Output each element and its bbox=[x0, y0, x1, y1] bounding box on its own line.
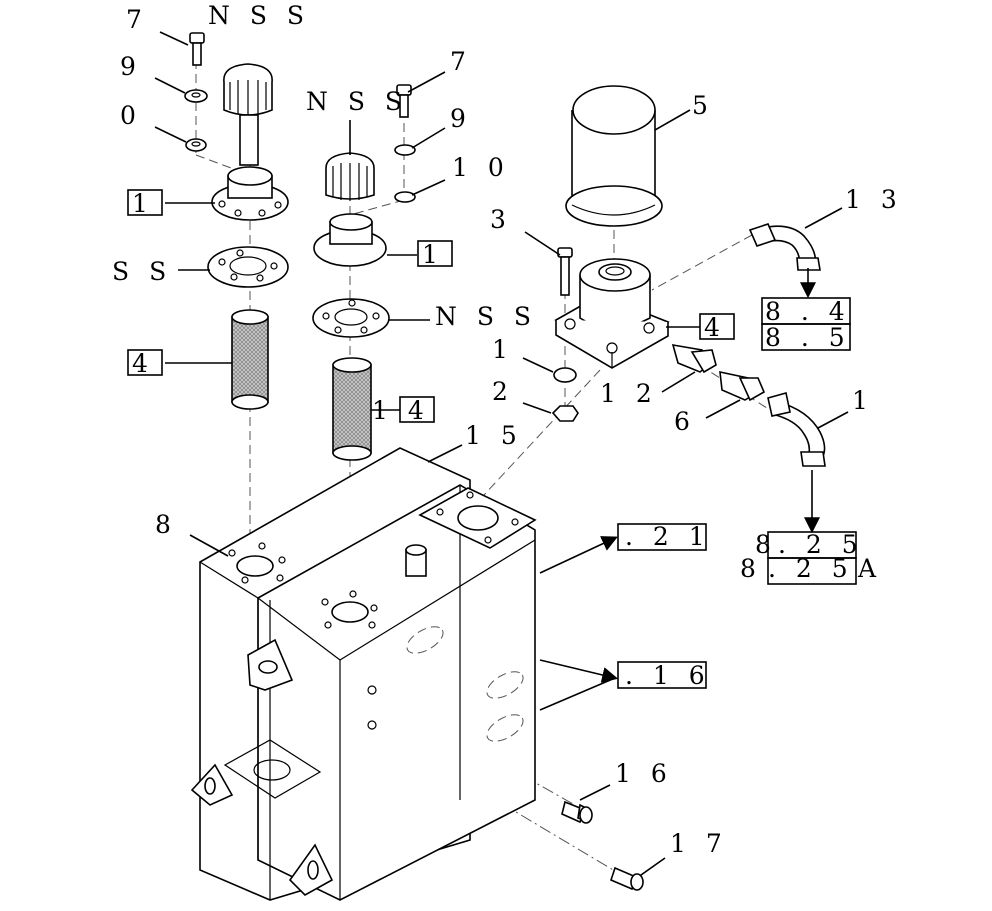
callout-3: 3 bbox=[490, 205, 512, 234]
leader-lines bbox=[154, 31, 849, 881]
box-8-25-a: . 2 5 bbox=[768, 554, 854, 583]
callout-9-left: 9 bbox=[120, 52, 142, 81]
left-filter-stack bbox=[184, 32, 289, 410]
box-14: 1 4 bbox=[372, 396, 430, 425]
box-1-center: 1 bbox=[422, 240, 444, 269]
callout-0-left: 0 bbox=[120, 101, 142, 130]
box-8-16: . 1 6 bbox=[625, 661, 711, 690]
center-filter-stack bbox=[312, 84, 416, 461]
callout-nss-right: N S S bbox=[435, 302, 537, 331]
box-8-5: 8 . 5 bbox=[765, 323, 851, 352]
hydraulic-tank bbox=[190, 447, 537, 901]
callout-12: 1 2 bbox=[600, 379, 658, 408]
box-4-right: 4 bbox=[704, 313, 726, 342]
reference-boxes: 1 1 4 1 4 4 8 . 4 8 . 5 . 2 5 . 2 5 . 2 … bbox=[127, 189, 864, 690]
box-1-left: 1 bbox=[132, 189, 154, 218]
callout-2: 2 bbox=[492, 377, 514, 406]
callout-10: 1 0 bbox=[452, 153, 510, 182]
callout-7-center: 7 bbox=[450, 47, 472, 76]
callout-9-center: 9 bbox=[450, 104, 472, 133]
box-4-left: 4 bbox=[132, 349, 154, 378]
callouts: 7 N S S 9 0 N S S 7 9 1 0 5 1 3 3 S S N … bbox=[112, 1, 903, 858]
callout-nss-center: N S S bbox=[306, 87, 408, 116]
callout-8-ref-b: 8 bbox=[740, 554, 762, 583]
callout-5: 5 bbox=[692, 91, 714, 120]
right-filter-head bbox=[551, 85, 670, 422]
bolts-16-17 bbox=[561, 800, 644, 891]
callout-7-left: 7 bbox=[126, 5, 148, 34]
box-8-21: . 2 1 bbox=[625, 522, 711, 551]
callout-15: 1 5 bbox=[465, 421, 523, 450]
callout-a: A bbox=[857, 554, 882, 583]
callout-6: 6 bbox=[674, 407, 696, 436]
callout-1-right: 1 bbox=[852, 386, 874, 415]
callout-16: 1 6 bbox=[615, 759, 673, 788]
callout-8-ref-a: 8 bbox=[755, 530, 777, 559]
callout-nss-left: N S S bbox=[208, 1, 310, 30]
callout-8: 8 bbox=[155, 510, 177, 539]
callout-1: 1 bbox=[492, 335, 514, 364]
box-8-4: 8 . 4 bbox=[765, 297, 851, 326]
hose-fittings bbox=[671, 223, 826, 467]
callout-13: 1 3 bbox=[845, 185, 903, 214]
callout-ss: S S bbox=[112, 257, 172, 286]
callout-17: 1 7 bbox=[670, 829, 728, 858]
box-8-25: . 2 5 bbox=[778, 530, 864, 559]
